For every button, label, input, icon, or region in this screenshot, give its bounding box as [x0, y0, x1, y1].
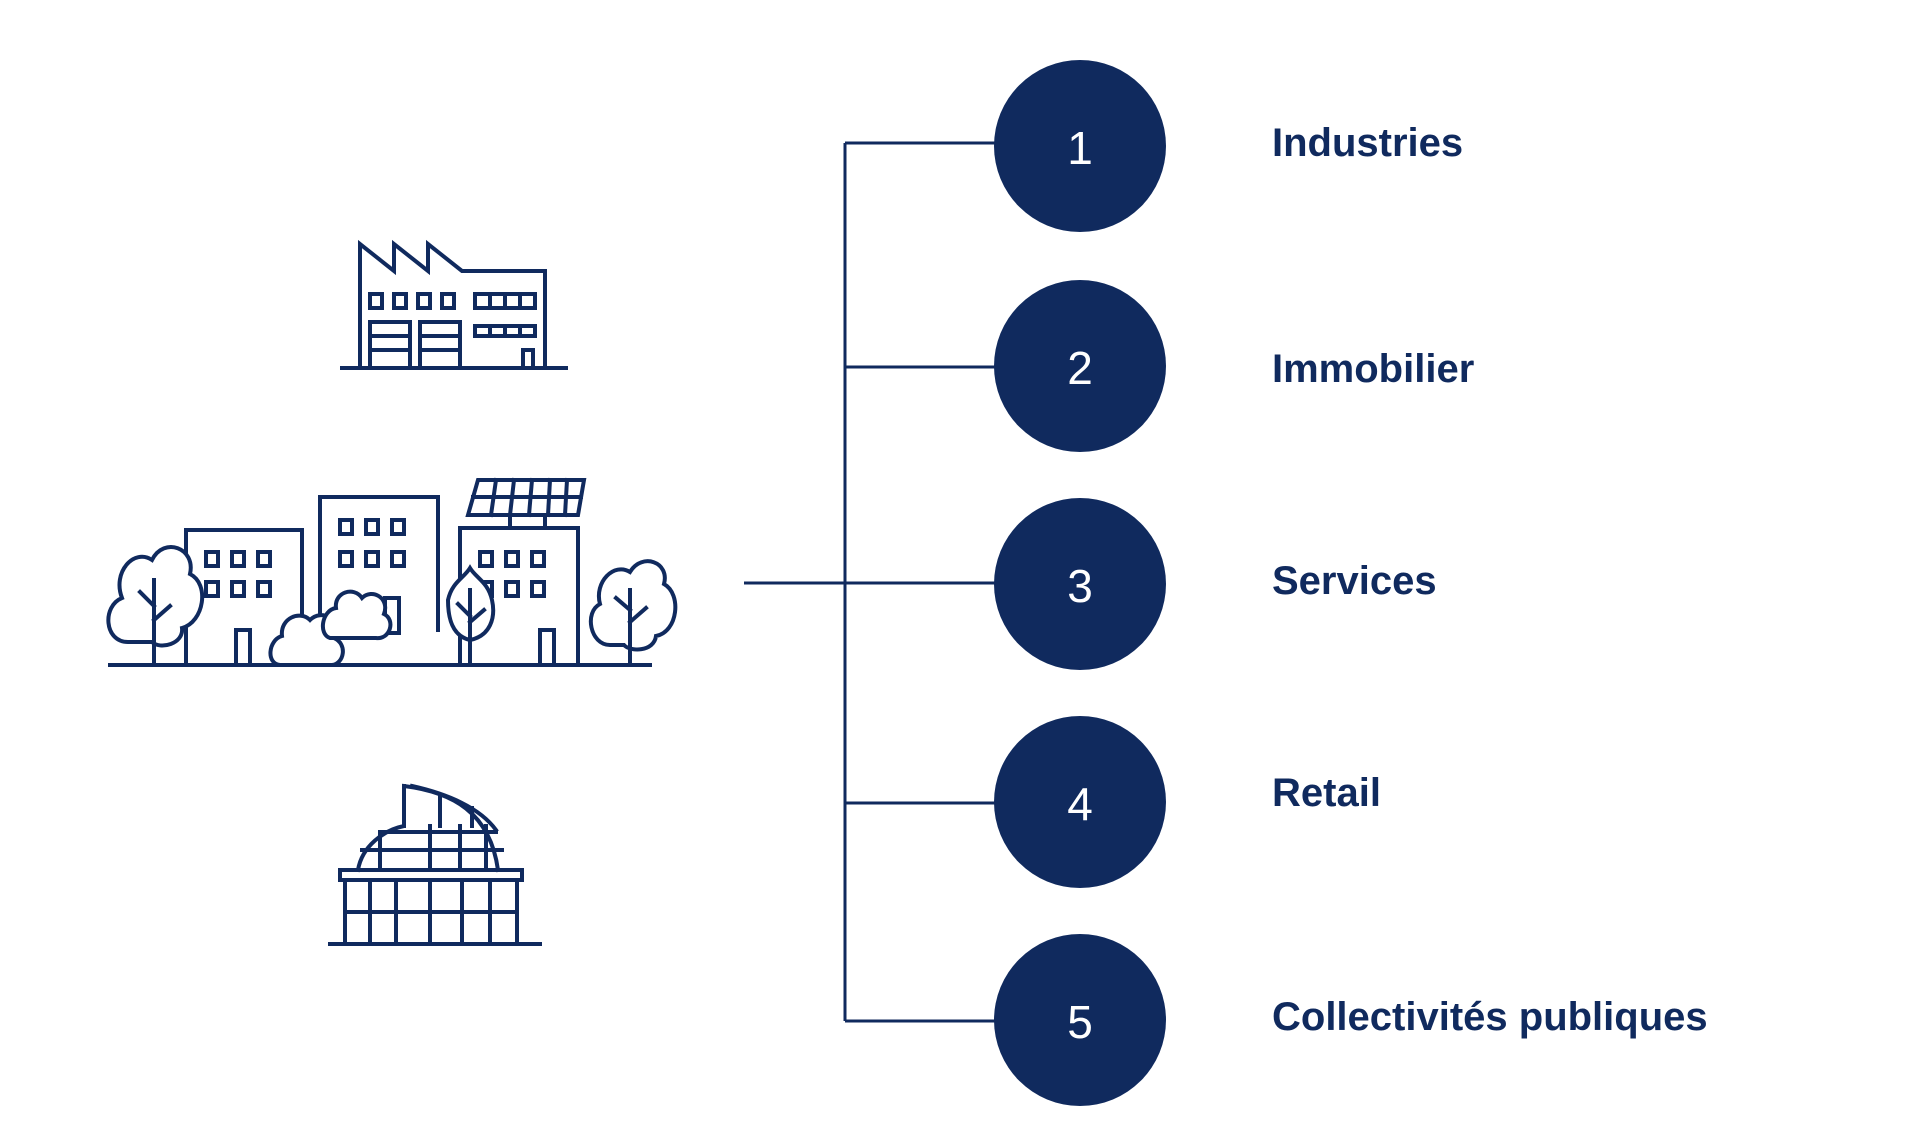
node-circle: [994, 934, 1166, 1106]
connector-lines: [744, 141, 1000, 1023]
label-services: Services: [1272, 559, 1437, 603]
label-immobilier: Immobilier: [1272, 347, 1475, 391]
node-1: 1: [994, 60, 1166, 232]
node-number: 3: [1067, 560, 1093, 612]
label-retail: Retail: [1272, 771, 1381, 815]
node-circle: [994, 716, 1166, 888]
glass-building-icon: [328, 783, 542, 946]
node-circle: [994, 60, 1166, 232]
city-buildings-icon: [106, 477, 678, 667]
node-4: 4: [994, 716, 1166, 888]
label-collectivites-publiques: Collectivités publiques: [1272, 995, 1708, 1039]
node-number: 1: [1067, 122, 1093, 174]
node-2: 2: [994, 280, 1166, 452]
node-number: 4: [1067, 778, 1093, 830]
node-circle: [994, 498, 1166, 670]
node-number: 2: [1067, 342, 1093, 394]
node-circle: [994, 280, 1166, 452]
factory-icon: [340, 239, 568, 370]
label-industries: Industries: [1272, 121, 1464, 165]
node-5: 5: [994, 934, 1166, 1106]
node-number: 5: [1067, 996, 1093, 1048]
node-3: 3: [994, 498, 1166, 670]
